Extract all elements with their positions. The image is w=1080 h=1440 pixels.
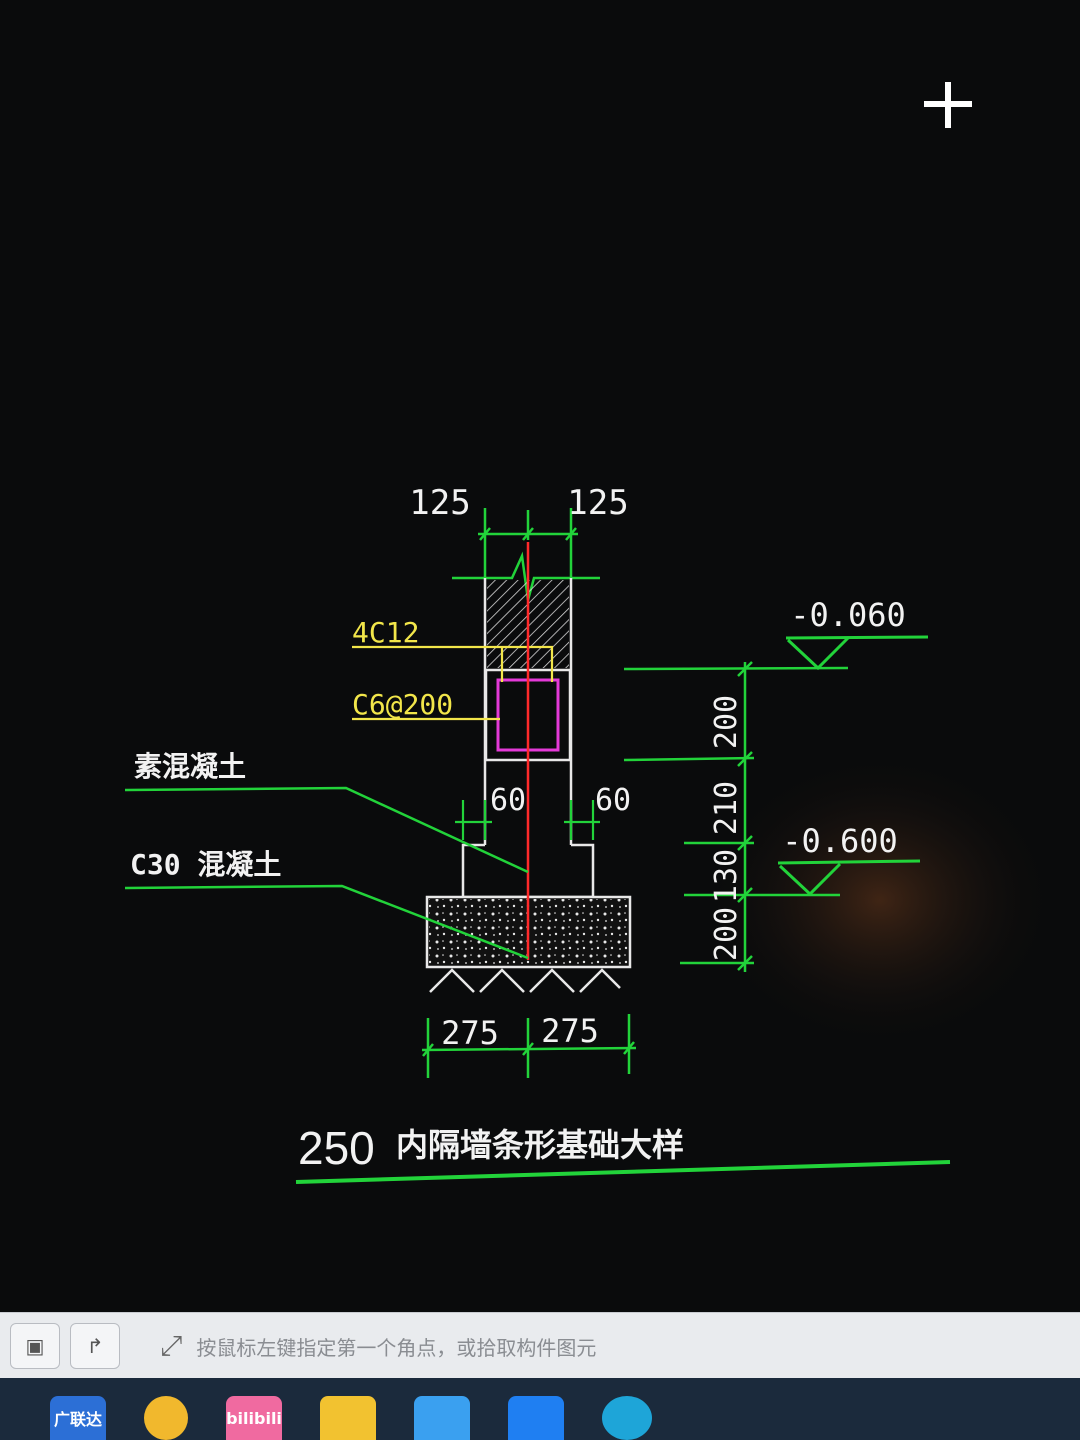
dim-vert-130: 130 [709, 849, 744, 903]
dim-top-right: 125 [567, 483, 628, 523]
title-number: 250 [298, 1122, 375, 1174]
edge-browser-icon[interactable] [602, 1396, 652, 1440]
screen-glare [700, 750, 1060, 1050]
break-line [452, 551, 600, 601]
dimension-vertical [623, 661, 849, 972]
file-explorer-icon[interactable] [320, 1396, 376, 1440]
elevation-bottom-label: -0.600 [782, 822, 898, 860]
dim-vert-200-top: 200 [709, 695, 744, 749]
app-blue-label: 广联达 [53, 1410, 102, 1429]
dimension-bottom [421, 1014, 637, 1078]
label-left-lower: C30 混凝土 [130, 848, 281, 881]
command-prompt-text: 按鼠标左键指定第一个角点，或拾取构件图元 [196, 1335, 597, 1360]
label-left-upper: 素混凝土 [134, 750, 246, 783]
soil-symbol [429, 968, 621, 993]
windows-taskbar: 广联达 bilibili [0, 1378, 1080, 1440]
vertical-dim-labels: 200 210 130 200 [709, 695, 744, 961]
command-status-bar: ▣ ↱ ⤢ 按鼠标左键指定第一个角点，或拾取构件图元 [0, 1312, 1080, 1379]
app-tool-icon[interactable] [508, 1396, 564, 1440]
dimension-step [455, 800, 600, 840]
app-bilibili-icon[interactable]: bilibili [226, 1396, 282, 1440]
app-doc-icon[interactable] [414, 1396, 470, 1440]
command-prompt: ⤢ 按鼠标左键指定第一个角点，或拾取构件图元 [160, 1329, 596, 1363]
elevation-marker-bottom [777, 859, 921, 897]
label-rebar-stirrup: C6@200 [352, 688, 453, 721]
monitor-select-icon[interactable]: ▣ [10, 1323, 60, 1369]
app-blue-icon[interactable]: 广联达 [50, 1396, 106, 1440]
dim-bottom-left: 275 [441, 1014, 499, 1052]
dim-vert-210: 210 [709, 781, 744, 835]
app-chat-icon[interactable] [144, 1396, 188, 1440]
dim-top-left: 125 [409, 483, 470, 523]
polyline-icon[interactable]: ↱ [70, 1323, 120, 1369]
cad-drawing-canvas[interactable]: 125 125 4C12 C6@200 [0, 0, 1080, 1310]
dim-vert-200-bottom: 200 [709, 907, 744, 961]
elevation-marker-top [785, 635, 929, 671]
label-rebar-main: 4C12 [352, 616, 419, 649]
app-bilibili-label: bilibili [226, 1408, 282, 1428]
resize-arrows-icon: ⤢ [160, 1329, 183, 1362]
crosshair-plus-icon [924, 82, 972, 128]
dimension-top [478, 508, 578, 578]
title-underline [295, 1160, 951, 1184]
elevation-top-label: -0.060 [790, 596, 906, 634]
title-text: 内隔墙条形基础大样 [396, 1126, 684, 1164]
dim-step-right: 60 [595, 783, 631, 818]
left-leaders [124, 786, 529, 960]
rebar-leaders [352, 645, 554, 721]
dim-bottom-right: 275 [541, 1012, 599, 1050]
dim-step-left: 60 [490, 783, 526, 818]
